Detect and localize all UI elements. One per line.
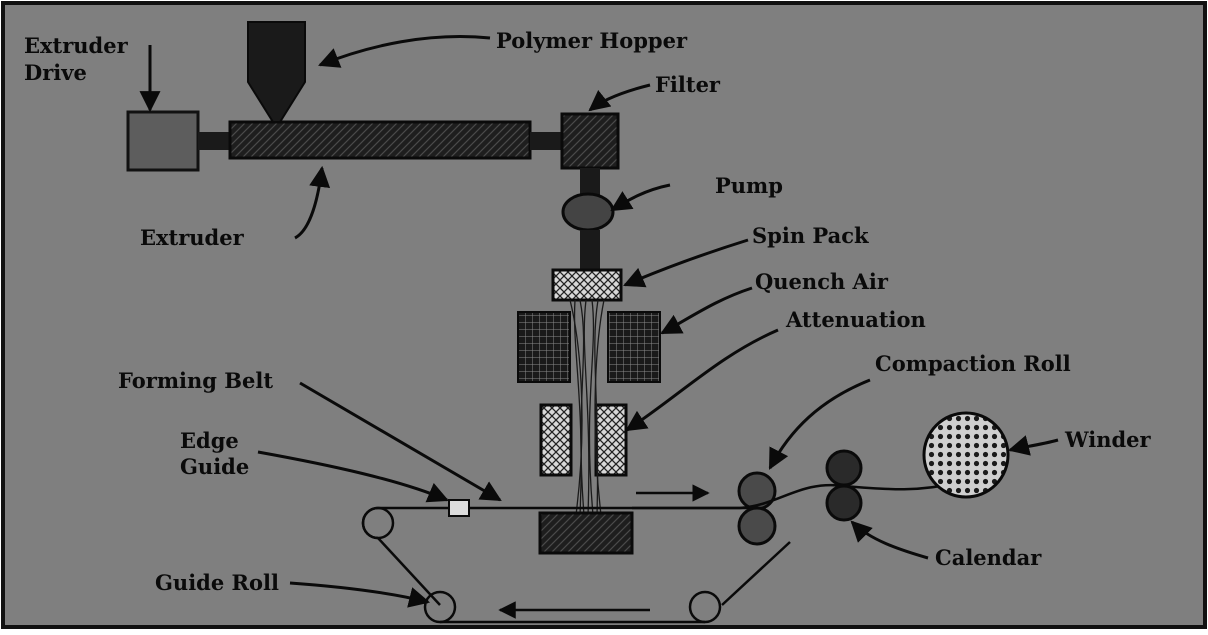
label-edge-guide-line1: Edge — [180, 428, 239, 453]
label-guide-roll: Guide Roll — [155, 570, 279, 595]
quench-air-left — [517, 311, 571, 383]
extruder-barrel — [228, 120, 532, 160]
label-forming-belt: Forming Belt — [118, 368, 273, 393]
web-path — [632, 480, 961, 510]
belt-roll-left — [361, 506, 395, 540]
label-extruder-drive-line1: Extruder — [24, 33, 129, 58]
label-extruder: Extruder — [140, 225, 245, 250]
label-calendar: Calendar — [935, 545, 1042, 570]
label-compaction-roll: Compaction Roll — [875, 351, 1071, 376]
label-extruder-drive-line2: Drive — [24, 60, 87, 85]
label-filter: Filter — [655, 72, 721, 97]
calendar-roll-top — [825, 449, 863, 487]
label-edge-guide-line2: Guide — [180, 454, 249, 479]
barrel-connector — [530, 132, 566, 150]
leader-arrows — [139, 35, 1059, 608]
edge-guide — [448, 499, 470, 517]
drive-shaft — [198, 132, 234, 150]
compaction-roll-bottom — [737, 506, 777, 546]
spin-pack — [551, 268, 623, 302]
label-quench-air: Quench Air — [755, 269, 889, 294]
label-polymer-hopper: Polymer Hopper — [496, 28, 688, 53]
filter-box — [560, 112, 620, 170]
calendar-roll-bottom — [825, 484, 863, 522]
suction-collector — [538, 511, 634, 555]
quench-air-right — [607, 311, 661, 383]
compaction-roll-top — [737, 471, 777, 511]
pump-to-spinpack-pipe — [580, 230, 600, 272]
label-pump: Pump — [715, 173, 783, 198]
filament-strands — [569, 299, 605, 516]
filter-to-pump-pipe — [580, 168, 600, 198]
attenuation-left — [539, 403, 573, 477]
extruder-drive-box — [126, 110, 200, 172]
pump-body — [561, 192, 615, 232]
winder-roll — [922, 411, 1010, 499]
label-winder: Winder — [1064, 427, 1152, 452]
polymer-hopper — [247, 21, 306, 123]
attenuation-right — [594, 403, 628, 477]
label-spin-pack: Spin Pack — [752, 223, 869, 248]
belt-roll-bottom-right — [688, 590, 722, 624]
diagram-labels: Extruder Drive Polymer Hopper Filter Pum… — [24, 28, 1152, 595]
label-attenuation: Attenuation — [785, 307, 926, 332]
